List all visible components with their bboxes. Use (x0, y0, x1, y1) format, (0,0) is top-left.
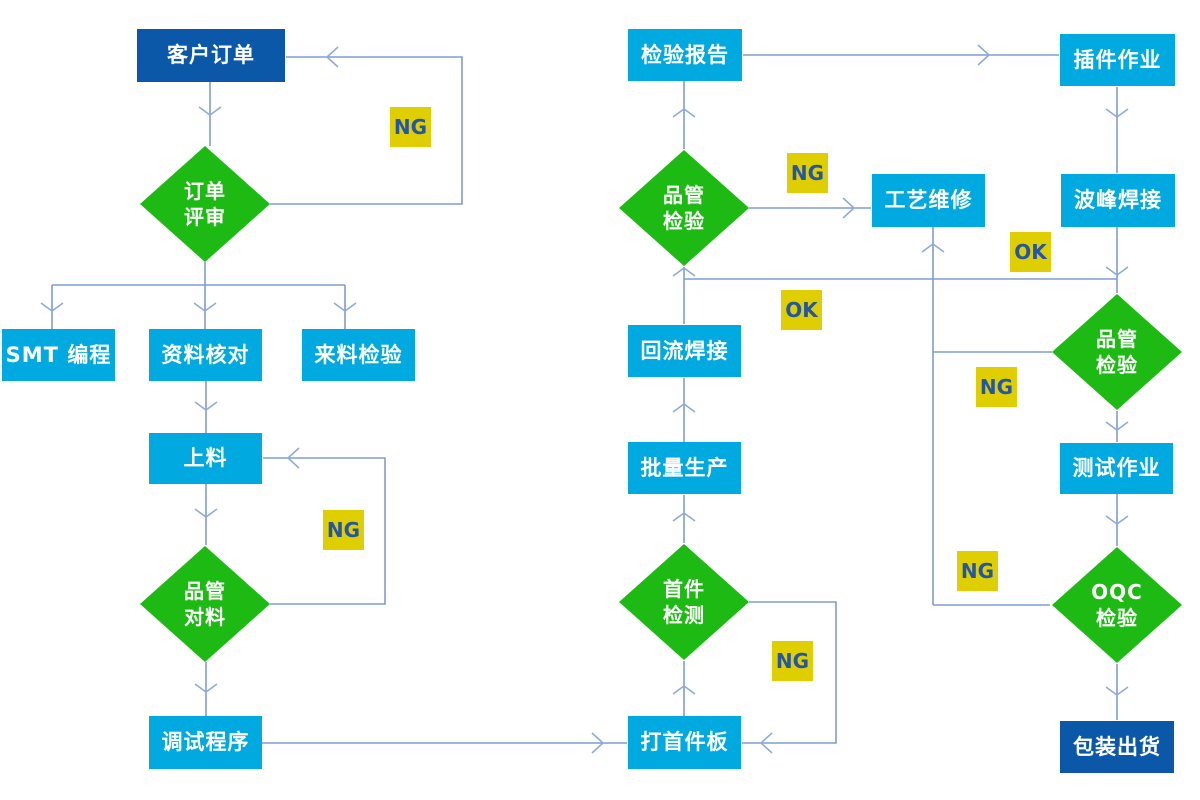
arrowhead-down (1105, 421, 1129, 431)
node-label: 打首件板 (640, 730, 729, 754)
node-inspection-report: 检验报告 (628, 29, 742, 81)
node-label: 回流焊接 (640, 338, 729, 363)
node-label: 波峰焊接 (1074, 188, 1162, 212)
node-customer-order: 客户订单 (137, 29, 285, 82)
arrowhead-up (672, 512, 696, 522)
node-label: 测试作业 (1072, 456, 1161, 480)
edge-arrowheads (40, 44, 1129, 754)
arrowhead-down (198, 106, 222, 116)
edge-label-ng-qc-smt: NG (787, 153, 828, 193)
node-mass-production: 批量生产 (628, 442, 741, 494)
node-process-repair: 工艺维修 (872, 174, 985, 227)
arrowhead-down (1105, 266, 1129, 276)
node-wave-soldering: 波峰焊接 (1061, 174, 1175, 227)
node-reflow-soldering: 回流焊接 (628, 325, 741, 377)
arrowhead-left (325, 46, 339, 68)
node-loading: 上料 (149, 433, 262, 484)
arrowhead-up (672, 108, 696, 118)
node-label: 客户订单 (167, 43, 255, 67)
node-label: 来料检验 (314, 342, 403, 367)
node-label: 包装出货 (1073, 734, 1161, 759)
node-data-check: 资料核对 (149, 329, 262, 381)
arrowhead-up (921, 243, 945, 253)
node-label: 工艺维修 (884, 188, 973, 212)
edge-label-ng-first-article: NG (772, 641, 813, 681)
arrowhead-down (333, 302, 357, 312)
arrowhead-down (194, 508, 218, 518)
arrowhead-down (1105, 686, 1129, 696)
arrowhead-down (193, 302, 217, 312)
edge-label-ok-right: OK (1010, 232, 1051, 272)
edge-order-review-ng-loop (270, 56, 463, 205)
node-label: SMT 编程 (5, 342, 112, 367)
node-label: 上料 (183, 446, 228, 470)
node-packing-shipping: 包装出货 (1060, 721, 1174, 773)
arrowhead-up (672, 685, 696, 695)
node-label: 插件作业 (1073, 47, 1162, 72)
edge-label-ng-oqc: NG (957, 551, 998, 591)
arrowhead-down (1105, 515, 1129, 525)
node-incoming-inspection: 来料检验 (302, 329, 415, 381)
arrowhead-down (194, 683, 218, 693)
arrowhead-up (672, 267, 696, 277)
arrowhead-right (842, 197, 856, 219)
node-debug-program: 调试程序 (149, 716, 262, 769)
edge-first-article-ng-loop (742, 601, 837, 744)
arrowhead-left (286, 447, 300, 469)
arrowhead-down (194, 401, 218, 411)
node-smt-programming: SMT 编程 (2, 329, 115, 381)
arrowhead-up (672, 403, 696, 413)
edge-qc-material-ng-loop (263, 457, 386, 605)
node-label: 检验报告 (641, 42, 729, 67)
edge-order-review-to-branches (51, 262, 346, 329)
node-first-board: 打首件板 (628, 716, 741, 769)
edge-label-ng-qc-wave: NG (976, 367, 1017, 407)
node-label: 订单 评审 (184, 179, 226, 229)
node-label: 首件 检测 (663, 577, 705, 627)
node-test-operation: 测试作业 (1060, 443, 1173, 494)
node-label: 调试程序 (161, 730, 250, 754)
edge-label-ok-left: OK (781, 290, 822, 330)
arrowhead-down (40, 302, 64, 312)
arrowhead-left (759, 732, 773, 754)
node-dip-insertion: 插件作业 (1060, 34, 1175, 86)
edge-lines (51, 54, 1118, 744)
node-label: 品管 对料 (184, 579, 226, 629)
node-label: 品管 检验 (663, 183, 705, 233)
edge-label-ng-qc-material: NG (323, 510, 364, 550)
node-label: 资料核对 (161, 342, 250, 367)
node-label: 品管 检验 (1096, 327, 1138, 377)
node-label: 批量生产 (640, 455, 729, 480)
edge-label-ng-order-review: NG (390, 107, 431, 147)
arrowhead-right (591, 732, 605, 754)
arrowhead-down (1105, 108, 1129, 118)
node-label: OQC 检验 (1091, 580, 1143, 630)
arrowhead-right (977, 44, 991, 66)
